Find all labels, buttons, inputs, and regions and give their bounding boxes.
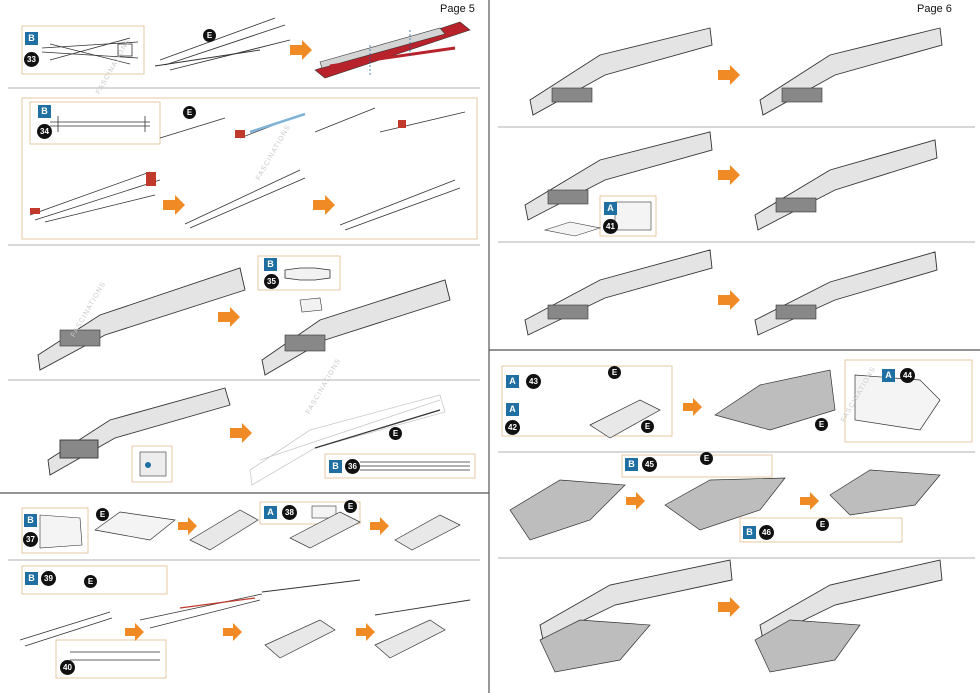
page-label-left: Page 5 bbox=[440, 3, 475, 15]
step34-inset bbox=[29, 101, 161, 145]
sheet-label: B bbox=[24, 514, 37, 527]
step33-assembled bbox=[314, 21, 471, 79]
tool-label: E bbox=[203, 29, 216, 42]
sheet-label: B bbox=[743, 526, 756, 539]
tool-label: E bbox=[700, 452, 713, 465]
step-number: 43 bbox=[526, 374, 541, 389]
tool-label: E bbox=[344, 500, 357, 513]
step-number: 41 bbox=[603, 219, 618, 234]
step-number: 35 bbox=[264, 274, 279, 289]
step35-assembly bbox=[37, 267, 451, 376]
sheet-label: A bbox=[604, 202, 617, 215]
step35-inset bbox=[257, 255, 341, 291]
step-number: 42 bbox=[505, 420, 520, 435]
tool-label: E bbox=[84, 575, 97, 588]
step36-assembly-left bbox=[47, 387, 231, 476]
tool-label: E bbox=[183, 106, 196, 119]
tool-label: E bbox=[96, 508, 109, 521]
step-number: 37 bbox=[23, 532, 38, 547]
step-number: 38 bbox=[282, 505, 297, 520]
sheet-label: A bbox=[506, 403, 519, 416]
sheet-label: B bbox=[264, 258, 277, 271]
sheet-label: B bbox=[625, 458, 638, 471]
sheet-label: A bbox=[264, 506, 277, 519]
tool-label: E bbox=[608, 366, 621, 379]
step-number: 45 bbox=[642, 457, 657, 472]
step36-assembly-ghost bbox=[249, 394, 446, 486]
sheet-label: B bbox=[329, 460, 342, 473]
step-number: 36 bbox=[345, 459, 360, 474]
step33-part bbox=[41, 37, 139, 65]
step-number: 34 bbox=[37, 124, 52, 139]
page-label-right: Page 6 bbox=[917, 3, 952, 15]
tool-label: E bbox=[389, 427, 402, 440]
step-number: 44 bbox=[900, 368, 915, 383]
step-number: 46 bbox=[759, 525, 774, 540]
step34-frame bbox=[21, 97, 478, 240]
step-number: 33 bbox=[24, 52, 39, 67]
tool-label: E bbox=[641, 420, 654, 433]
sheet-label: B bbox=[25, 32, 38, 45]
sheet-label: B bbox=[25, 572, 38, 585]
page6-assemblies bbox=[524, 27, 943, 641]
tool-label: E bbox=[815, 418, 828, 431]
step-number: 39 bbox=[41, 571, 56, 586]
step33-rods bbox=[154, 17, 291, 71]
step-number: 40 bbox=[60, 660, 75, 675]
sheet-label: A bbox=[506, 375, 519, 388]
sheet-label: A bbox=[882, 369, 895, 382]
step33-inset bbox=[21, 25, 145, 75]
sheet-label: B bbox=[38, 105, 51, 118]
tool-label: E bbox=[816, 518, 829, 531]
